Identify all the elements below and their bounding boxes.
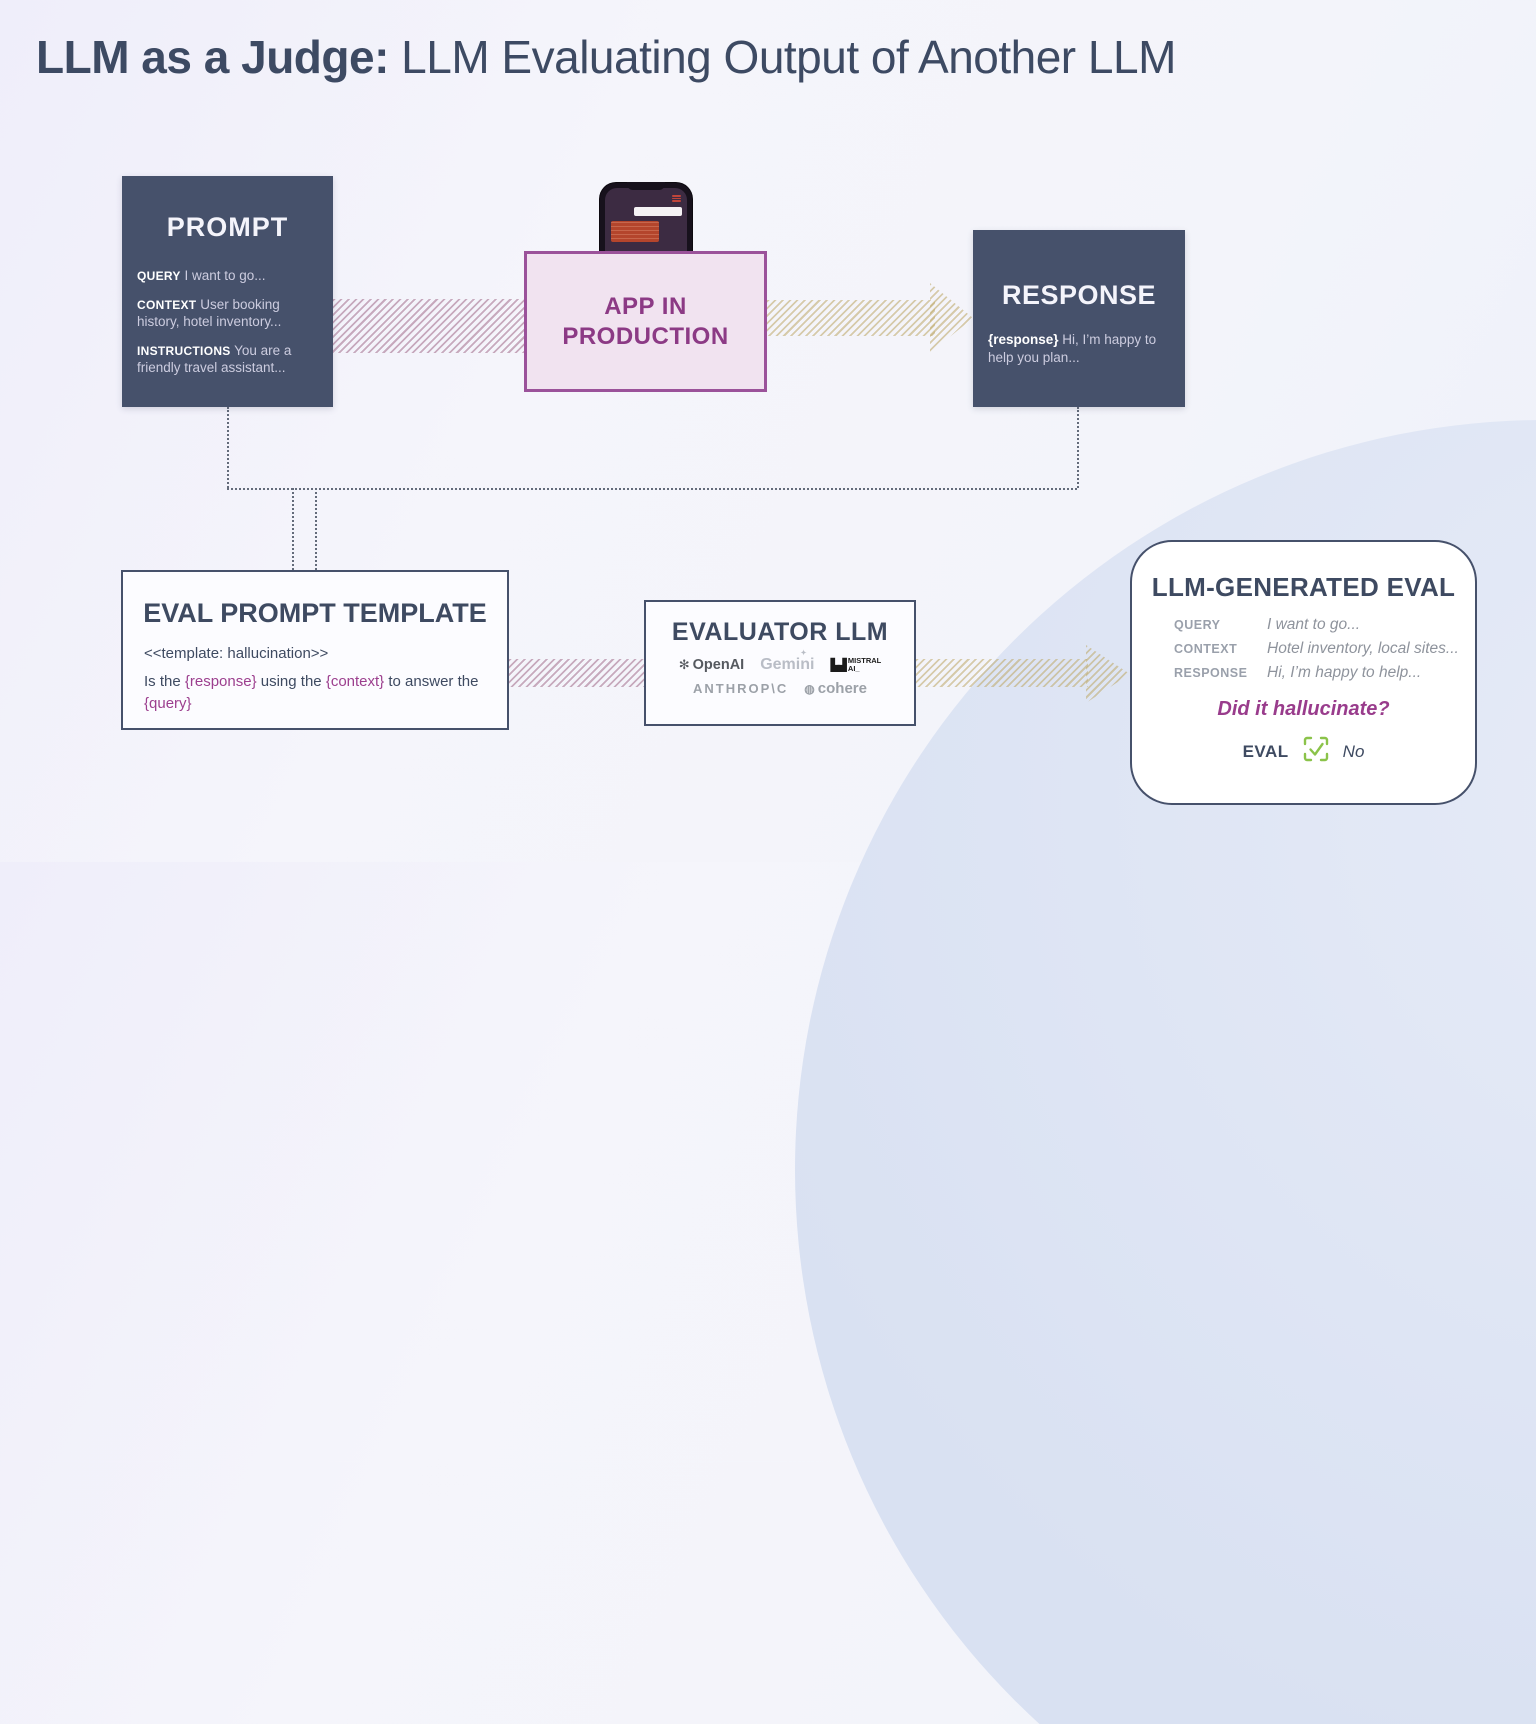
response-box: RESPONSE {response} Hi, I’m happy to hel…	[973, 230, 1185, 407]
template-token-response: {response}	[184, 672, 257, 690]
eval-row-response-value: Hi, I’m happy to help...	[1267, 664, 1422, 681]
cohere-label: cohere	[817, 680, 867, 697]
eval-prompt-template-box: EVAL PROMPT TEMPLATE <<template: halluci…	[121, 570, 509, 730]
prompt-field-instructions: INSTRUCTIONS You are a friendly travel a…	[137, 342, 318, 377]
eval-prompt-template-body: <<template: hallucination>> Is the {resp…	[123, 643, 507, 714]
cohere-icon: ◍	[804, 681, 815, 696]
arrow-prompt-to-app	[333, 299, 524, 353]
eval-row-query-label: QUERY	[1174, 618, 1221, 632]
eval-result-label: EVAL	[1242, 741, 1289, 761]
eval-row-query: QUERY I want to go...	[1174, 616, 1475, 634]
prompt-field-query-value: I want to go...	[184, 268, 266, 283]
prompt-field-instructions-label: INSTRUCTIONS	[137, 343, 231, 358]
cohere-logo: ◍ cohere	[804, 680, 867, 697]
dotted-line-template-left	[292, 488, 294, 570]
arrow-app-to-response	[767, 300, 935, 336]
eval-row-context-label: CONTEXT	[1174, 642, 1238, 656]
eval-row-context-value: Hotel inventory, local sites...	[1267, 640, 1459, 657]
eval-row-query-value: I want to go...	[1267, 616, 1361, 633]
app-in-production-box: APP IN PRODUCTION	[524, 251, 767, 392]
eval-result-line: EVAL No	[1132, 734, 1475, 769]
phone-notch	[627, 182, 665, 190]
prompt-box-title: PROMPT	[166, 212, 289, 242]
eval-rows: QUERY I want to go... CONTEXT Hotel inve…	[1174, 616, 1475, 682]
logo-row-2: ANTHROP\C ◍ cohere	[693, 680, 867, 697]
response-box-title: RESPONSE	[1001, 280, 1157, 310]
page-title-bold: LLM as a Judge:	[36, 31, 389, 83]
response-field-value: Hi, I’m happy to help you plan...	[988, 332, 1157, 366]
prompt-box: PROMPT QUERY I want to go... CONTEXT Use…	[122, 176, 333, 407]
eval-checkbox-icon	[1301, 734, 1331, 769]
logo-row-1: ✻ OpenAI Gemini ✦ ▙▟ MISTRAL AI_	[679, 650, 882, 674]
llm-generated-eval-title: LLM-GENERATED EVAL	[1151, 572, 1456, 602]
mistral-icon: ▙▟	[830, 658, 847, 672]
prompt-field-context: CONTEXT User booking history, hotel inve…	[137, 296, 318, 331]
evaluator-llm-title: EVALUATOR LLM	[671, 618, 889, 646]
prompt-field-instructions-value: You are a friendly travel assistant...	[137, 342, 292, 376]
eval-prompt-template-title: EVAL PROMPT TEMPLATE	[143, 598, 487, 628]
eval-result-value: No	[1342, 741, 1365, 761]
chat-bubble	[634, 207, 682, 216]
openai-label: OpenAI	[692, 657, 745, 673]
response-field-label: {response}	[988, 332, 1059, 347]
prompt-fields: QUERY I want to go... CONTEXT User booki…	[122, 267, 333, 377]
arrow-evaluator-to-eval	[916, 659, 1088, 687]
page-title: LLM as a Judge: LLM Evaluating Output of…	[36, 30, 1176, 84]
gemini-sparkle-icon: ✦	[800, 650, 807, 657]
mistral-label-line2: AI_	[847, 664, 860, 673]
prompt-field-query: QUERY I want to go...	[137, 267, 318, 285]
eval-row-response: RESPONSE Hi, I’m happy to help...	[1174, 664, 1475, 682]
mistral-label-line1: MISTRAL	[847, 655, 882, 665]
gemini-logo: Gemini ✦	[760, 650, 815, 674]
template-seg2: using the	[256, 672, 326, 690]
template-question-line: Is the {response} using the {context} to…	[144, 671, 486, 715]
llm-generated-eval-box: LLM-GENERATED EVAL QUERY I want to go...…	[1130, 540, 1477, 805]
prompt-field-context-label: CONTEXT	[137, 297, 197, 312]
eval-row-context: CONTEXT Hotel inventory, local sites...	[1174, 640, 1475, 658]
dotted-line-response-down	[1077, 407, 1079, 488]
openai-icon: ✻	[678, 657, 690, 672]
dotted-line-template-right	[315, 488, 317, 570]
anthropic-logo: ANTHROP\C	[693, 681, 789, 696]
app-in-production-title: APP IN PRODUCTION	[562, 292, 729, 350]
prompt-field-query-label: QUERY	[137, 269, 181, 283]
arrowhead-app-to-response	[930, 283, 973, 353]
template-token-context: {context}	[325, 672, 385, 690]
dotted-line-prompt-down	[227, 407, 229, 488]
hamburger-menu-icon	[672, 195, 681, 202]
template-seg1: Is the	[144, 672, 185, 690]
chat-response-card	[611, 221, 659, 242]
hallucinate-question: Did it hallucinate?	[1217, 698, 1390, 720]
template-seg3: to answer the	[384, 672, 479, 690]
eval-row-response-label: RESPONSE	[1174, 666, 1248, 680]
template-token-query: {query}	[144, 694, 192, 712]
page-title-regular: LLM Evaluating Output of Another LLM	[388, 31, 1176, 83]
llm-provider-logos: ✻ OpenAI Gemini ✦ ▙▟ MISTRAL AI_ ANTHROP…	[646, 650, 914, 697]
arrow-template-to-evaluator	[509, 659, 644, 687]
response-body: {response} Hi, I’m happy to help you pla…	[973, 331, 1185, 367]
prompt-field-context-value: User booking history, hotel inventory...	[137, 296, 282, 330]
template-name-line: <<template: hallucination>>	[144, 645, 329, 662]
gemini-label: Gemini	[760, 656, 815, 673]
evaluator-llm-box: EVALUATOR LLM ✻ OpenAI Gemini ✦ ▙▟ MISTR…	[644, 600, 916, 726]
dotted-line-horizontal	[227, 488, 1077, 490]
mistral-label: MISTRAL AI_	[847, 655, 882, 674]
openai-logo: ✻ OpenAI	[679, 657, 744, 673]
mistral-logo: ▙▟ MISTRAL AI_	[830, 655, 882, 674]
